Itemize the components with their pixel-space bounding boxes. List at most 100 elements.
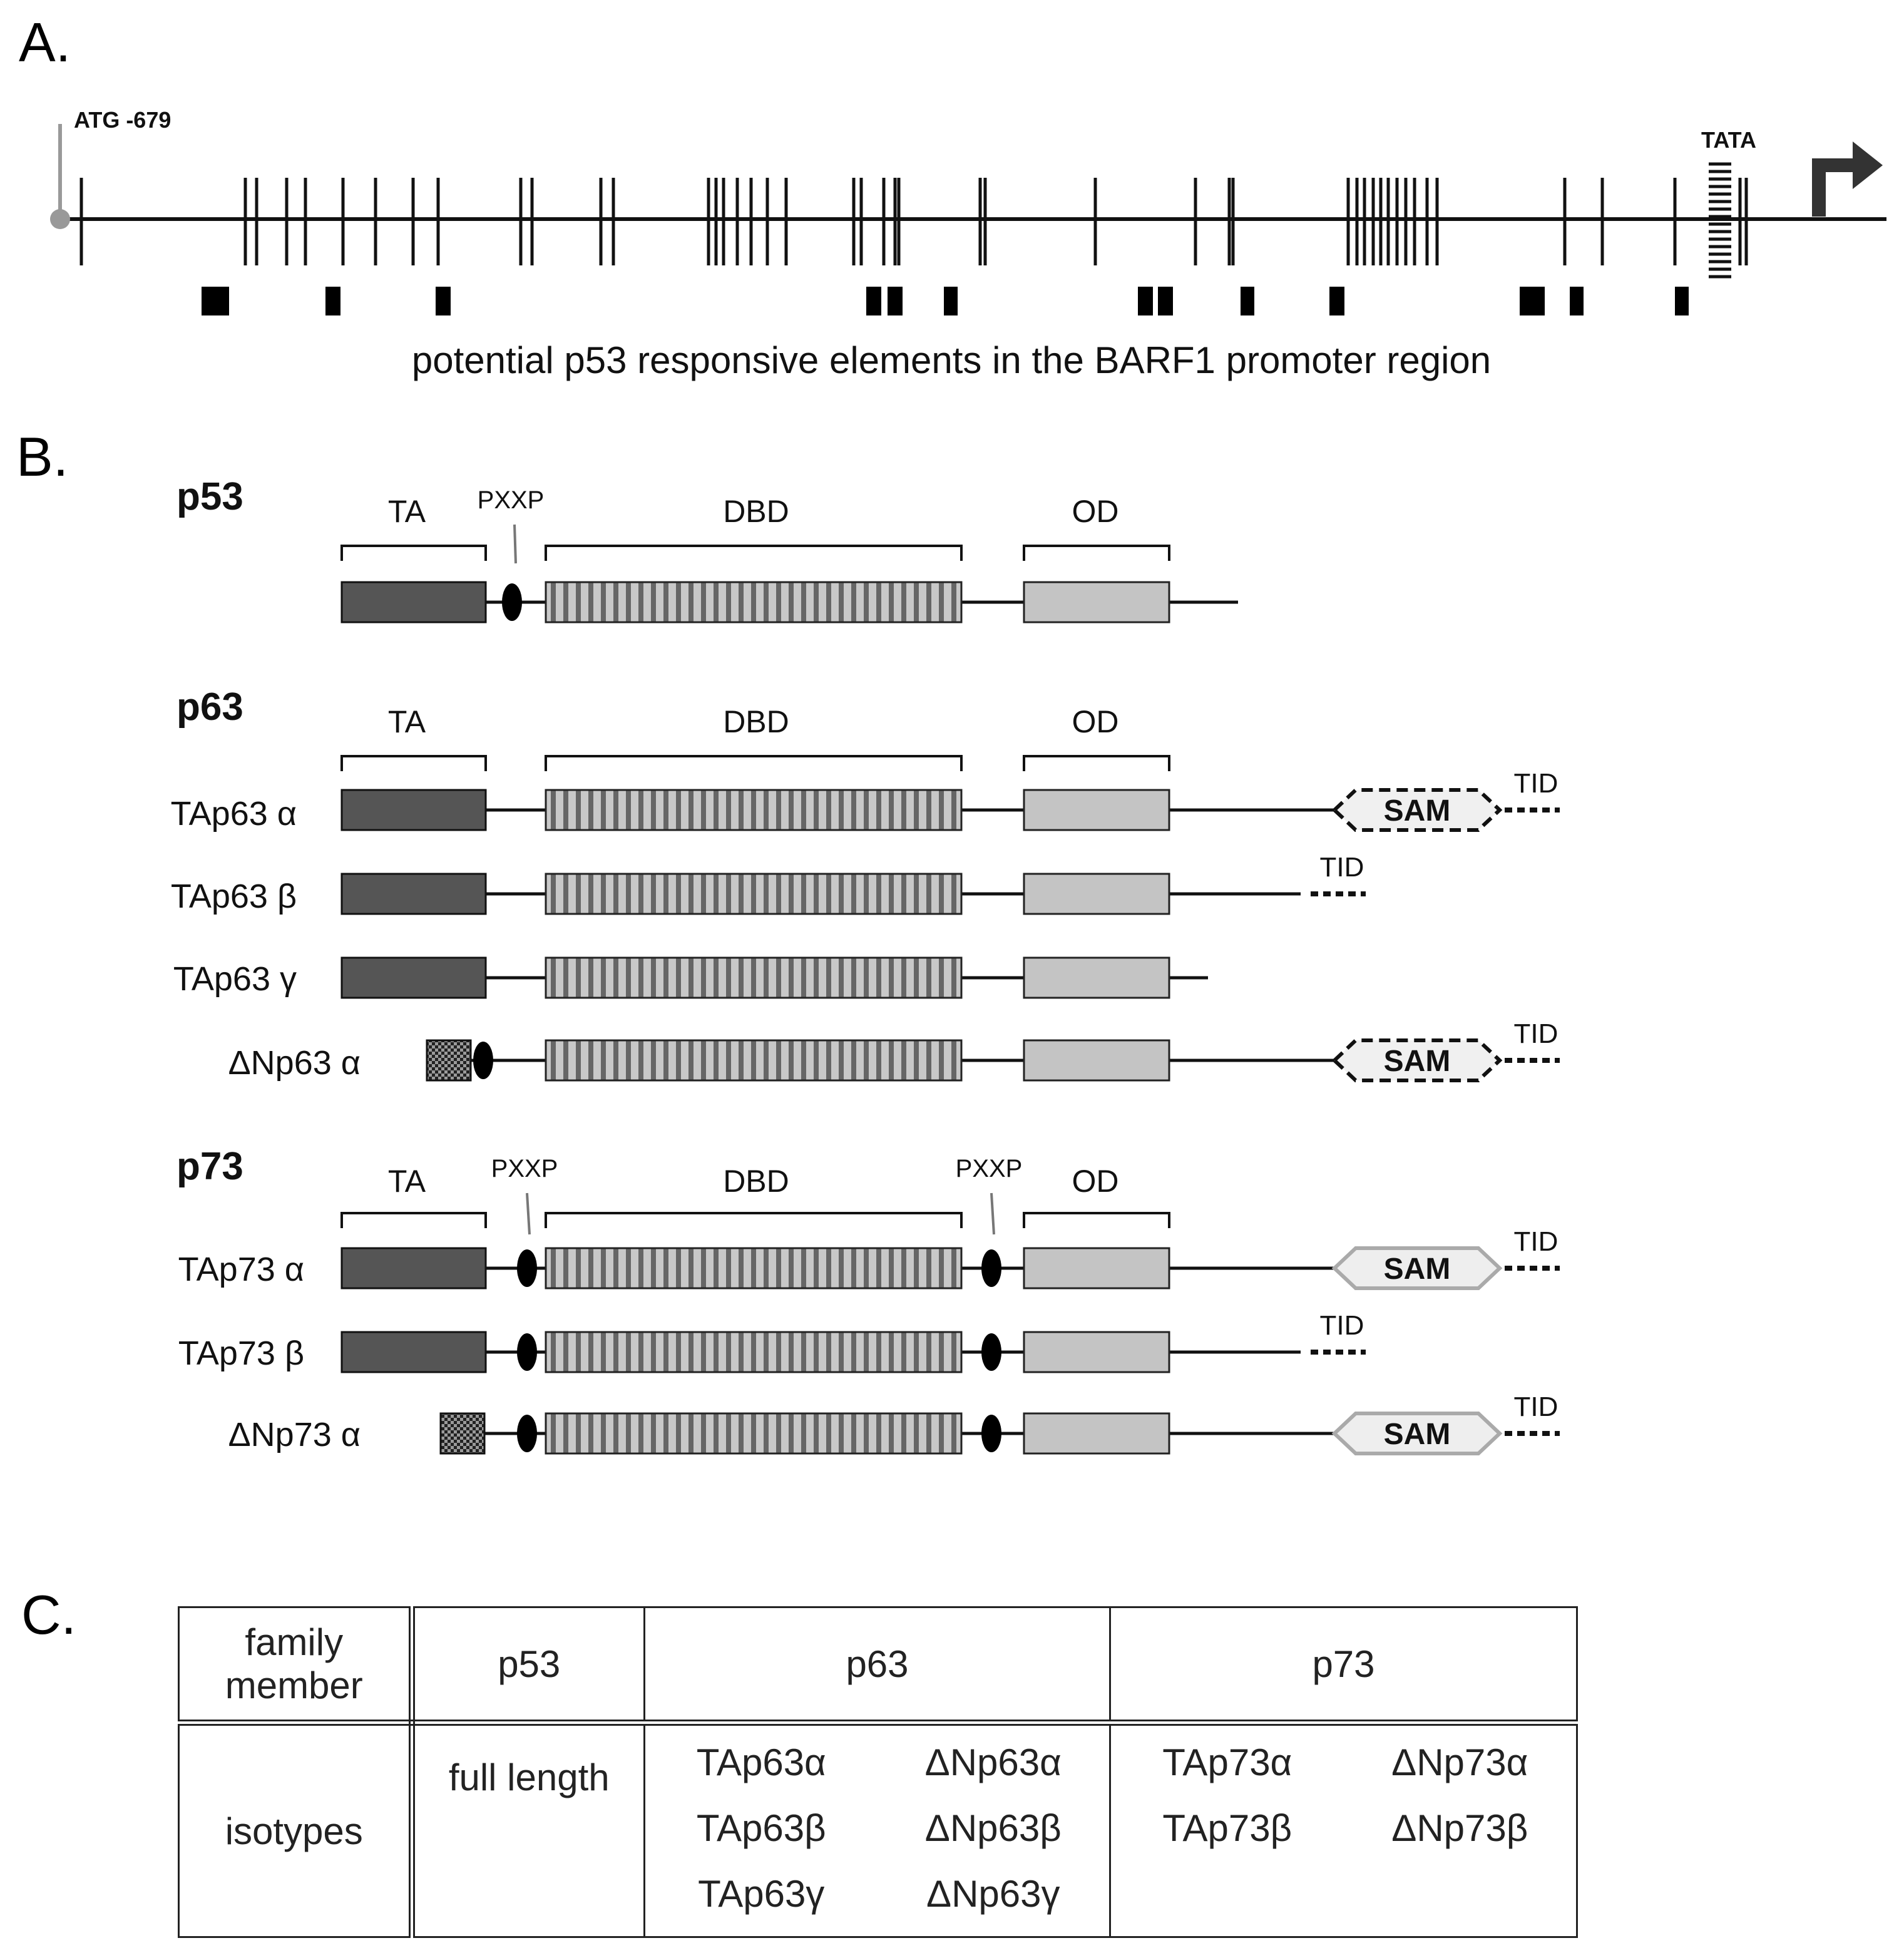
p53-responsive-element [202,287,229,315]
domain-diagrams: p53 p63 p73 TA PXXP DBD OD TA DBD OD TA … [171,475,1560,1455]
sam-label: SAM [1384,794,1451,828]
bracket-ta-p73 [340,1212,487,1228]
ta-domain [340,873,487,915]
tid-label: TID [1514,1226,1559,1257]
isoform-row: TID [340,852,1366,915]
ta-domain [340,1331,487,1373]
p53-responsive-element [436,287,451,315]
bracket-ta-p63 [340,755,487,771]
group-name-p63: p63 [177,685,243,729]
tid-label: TID [1320,852,1364,883]
p73-isotypes-cell: TAp73α ΔNp73α TAp73β ΔNp73β [1109,1721,1578,1938]
p53-responsive-element [1158,287,1173,315]
label-od-p63: OD [1072,704,1119,739]
od-domain [1023,789,1170,831]
dbd-domain [545,1412,963,1455]
sam-domain [1331,788,1503,832]
header-p63: p63 [643,1606,1111,1726]
p53-responsive-element [888,287,903,315]
row-label-isotypes-text: isotypes [225,1810,363,1852]
od-domain [1023,1331,1170,1373]
pxxp-motif [517,1333,537,1371]
p63-isotypes-cell: TAp63α ΔNp63α TAp63β ΔNp63β TAp63γ ΔNp63… [643,1721,1111,1938]
isoform-row: SAM TID [340,1226,1560,1290]
isotype-item: TAp73β [1162,1807,1292,1849]
label-dbd-p73: DBD [723,1164,789,1199]
label-dbd-p63: DBD [723,704,789,739]
bracket-od-p63 [1023,755,1170,771]
tata-label: TATA [1701,127,1756,153]
sam-label: SAM [1384,1253,1451,1286]
header-family-member-text: family member [225,1621,363,1706]
ta-domain [340,956,487,999]
label-pxxp2-p73: PXXP [956,1155,1023,1182]
pxxp-motif [981,1249,1001,1287]
isotype-item: TAp63γ [698,1873,825,1915]
table-header-row: family member p53 p63 p73 [178,1606,1578,1726]
dbd-domain [545,873,963,915]
table-isotypes-row: isotypes full length TAp63α ΔNp63α TAp63… [178,1721,1578,1938]
arrowhead-icon [1853,141,1883,189]
pxxp-motif [502,583,522,621]
tid-label: TID [1514,1392,1559,1422]
dn-domain [426,1039,472,1082]
pxxp-motif [517,1249,537,1287]
header-p73: p73 [1109,1606,1578,1726]
sam-domain [1331,1412,1503,1455]
isotype-item: TAp63β [696,1807,826,1849]
p53-responsive-element [325,287,340,315]
header-family-member: family member [178,1606,415,1726]
tata-box-marks [1709,162,1731,279]
isoform-label-tap73a: TAp73 α [178,1251,304,1288]
p53-isotype: full length [448,1756,610,1798]
p63-isotype-grid: TAp63α ΔNp63α TAp63β ΔNp63β TAp63γ ΔNp63… [645,1741,1109,1915]
label-ta-p73: TA [388,1164,426,1199]
isoform-row: SAM TID [340,768,1560,832]
panel-letter-a: A. [19,11,71,73]
sam-domain [1331,1038,1503,1082]
od-domain [1023,1247,1170,1289]
dbd-domain [545,1331,963,1373]
label-pxxp1-p73: PXXP [491,1155,558,1182]
isotype-item: ΔNp73α [1391,1741,1528,1783]
dbd-domain [545,1247,963,1289]
dn-domain [439,1412,486,1455]
atg-dot [50,209,70,229]
pxxp-motif [981,1333,1001,1371]
bracket-od-p53 [1023,545,1170,561]
bracket-od-p73 [1023,1212,1170,1228]
sam-label: SAM [1384,1418,1451,1451]
header-p73-text: p73 [1312,1643,1375,1685]
p53-responsive-element [1520,287,1545,315]
bracket-ta-p53 [340,545,487,561]
header-p53-text: p53 [498,1643,561,1685]
label-ta-p63: TA [388,704,426,739]
group-name-p53: p53 [177,475,243,518]
label-ta-p53: TA [388,494,426,529]
isoform-row [340,956,1208,999]
p53-responsive-element [1329,287,1344,315]
p53-responsive-element [1241,287,1254,315]
pxxp-motif [473,1042,493,1079]
label-od-p53: OD [1072,494,1119,529]
tid-label: TID [1320,1310,1364,1341]
pxxp2-pointer-p73 [990,1192,995,1235]
header-p63-text: p63 [846,1643,909,1685]
isoform-label-tap63a: TAp63 α [171,795,297,833]
pxxp-motif [981,1415,1001,1452]
isotype-table: family member p53 p63 p73 isotypes full … [178,1606,1578,1938]
isotype-item: ΔNp73β [1391,1807,1528,1849]
isotype-item: TAp63α [696,1741,826,1783]
bracket-dbd-p73 [545,1212,963,1228]
bracket-dbd-p63 [545,755,963,771]
tid-label: TID [1514,768,1559,799]
dbd-domain [545,789,963,831]
od-domain [1023,1039,1170,1082]
sam-domain [1331,1246,1503,1290]
transcription-start-arrow-icon [1812,158,1860,217]
ta-domain [340,581,487,623]
panel-letter-c: C. [21,1584,76,1646]
ta-domain [340,789,487,831]
dbd-domain [545,1039,963,1082]
